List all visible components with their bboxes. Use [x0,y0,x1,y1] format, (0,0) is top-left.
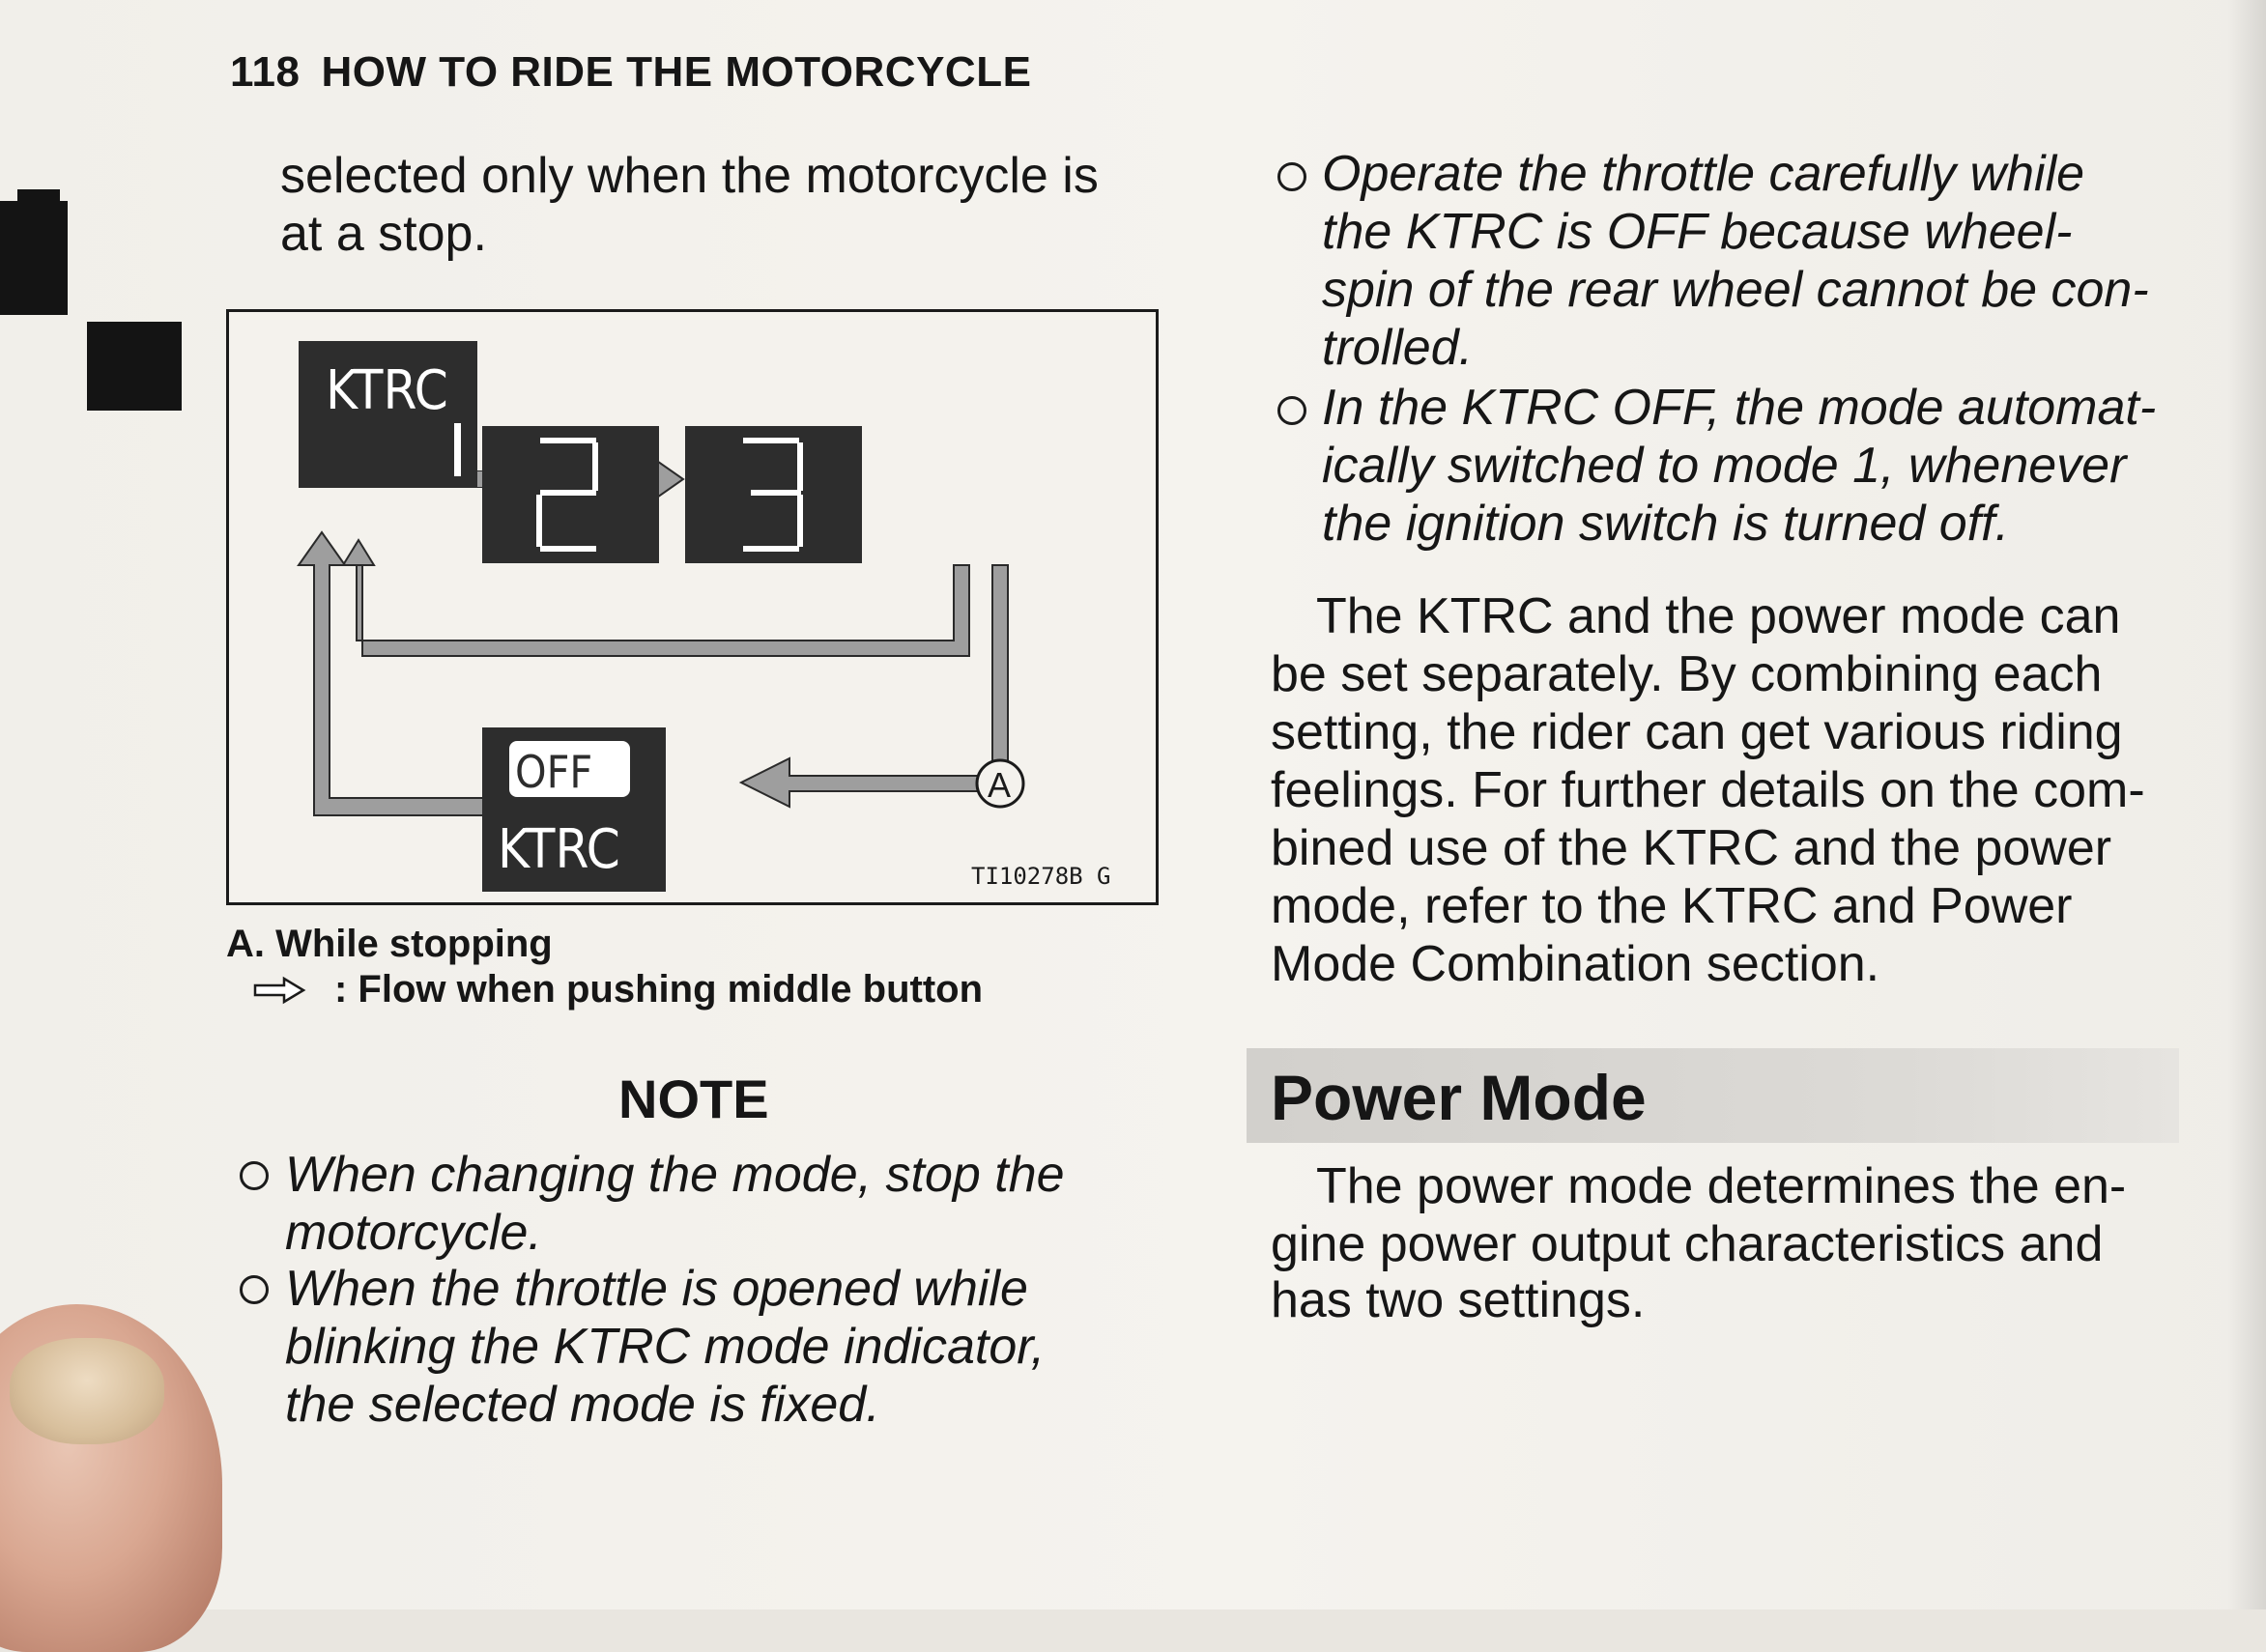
combo-line-2: be set separately. By combining each [1271,646,2103,702]
right-1-line-1: Operate the throttle carefully while [1322,146,2085,202]
right-1-line-3: spin of the rear wheel cannot be con- [1322,262,2149,318]
flow-arrow-off-to-1 [297,530,607,816]
marker-a-circle [975,758,1025,809]
figure-code: TI10278B G [971,863,1111,890]
power-line-2: gine power output characteristics and [1271,1216,2104,1272]
flow-arrow-icon [253,976,306,1004]
caption-flow-text: : Flow when pushing middle button [334,968,984,1011]
power-line-3: has two settings. [1271,1272,1646,1328]
flow-line-3-to-a [991,564,1009,781]
page-number: 118 [230,48,301,96]
section-heading-band [1247,1048,2179,1143]
right-2-line-3: the ignition switch is turned off. [1322,496,2010,552]
mode-1-segment [454,423,461,476]
right-2-line-1: In the KTRC OFF, the mode automat- [1322,380,2157,436]
note-1-line-1: When changing the mode, stop the [285,1147,1065,1203]
note-title: NOTE [618,1068,769,1129]
flow-arrow-3-to-1 [347,546,970,657]
note-2-line-2: blinking the KTRC mode indicator, [285,1319,1046,1375]
section-index-tab [87,322,182,411]
thumb-index-tab-top [17,189,60,218]
note-bullet-1-icon [240,1161,269,1190]
intro-line-2: at a stop. [280,206,487,262]
combo-line-1: The KTRC and the power mode can [1316,588,2121,644]
chapter-title: HOW TO RIDE THE MOTORCYCLE [321,48,1032,96]
combo-line-3: setting, the rider can get various ridin… [1271,704,2123,760]
right-bullet-2-icon [1277,396,1306,425]
note-2-line-3: the selected mode is fixed. [285,1377,880,1433]
caption-a: A. While stopping [226,923,553,965]
right-1-line-4: trolled. [1322,320,1474,376]
thumbnail-nail-overlay [10,1338,164,1444]
ktrc-display-label: KTRC [326,359,448,422]
flow-arrow-a-to-off [738,756,984,809]
intro-line-1: selected only when the motorcycle is [280,148,1099,204]
off-label: OFF [515,746,592,798]
right-bullet-1-icon [1277,162,1306,191]
off-ktrc-label: KTRC [498,818,620,881]
marker-a-label: A [988,765,1011,805]
note-1-line-2: motorcycle. [285,1205,542,1261]
ktrc-diagram-svg: KTRC [297,341,1111,892]
ktrc-mode-diagram: KTRC [226,309,1159,905]
caption-flow-row: : Flow when pushing middle button [253,968,983,1011]
section-title-power-mode: Power Mode [1271,1062,1647,1133]
mode-3-digit [743,438,803,552]
thumb-index-tab [0,201,68,315]
combo-line-6: mode, refer to the KTRC and Power [1271,878,2073,934]
note-2-line-1: When the throttle is opened while [285,1261,1028,1317]
combo-line-5: bined use of the KTRC and the power [1271,820,2112,876]
page-header: 118 HOW TO RIDE THE MOTORCYCLE [230,48,1031,97]
right-2-line-2: ically switched to mode 1, whenever [1322,438,2127,494]
power-line-1: The power mode determines the en- [1316,1158,2127,1214]
page-edge-shadow [2227,0,2266,1609]
right-1-line-2: the KTRC is OFF because wheel- [1322,204,2073,260]
note-bullet-2-icon [240,1275,269,1304]
combo-line-7: Mode Combination section. [1271,936,1880,992]
flow-arrowhead-3-to-1 [341,538,376,566]
mode-2-digit [536,438,598,552]
combo-line-4: feelings. For further details on the com… [1271,762,2145,818]
